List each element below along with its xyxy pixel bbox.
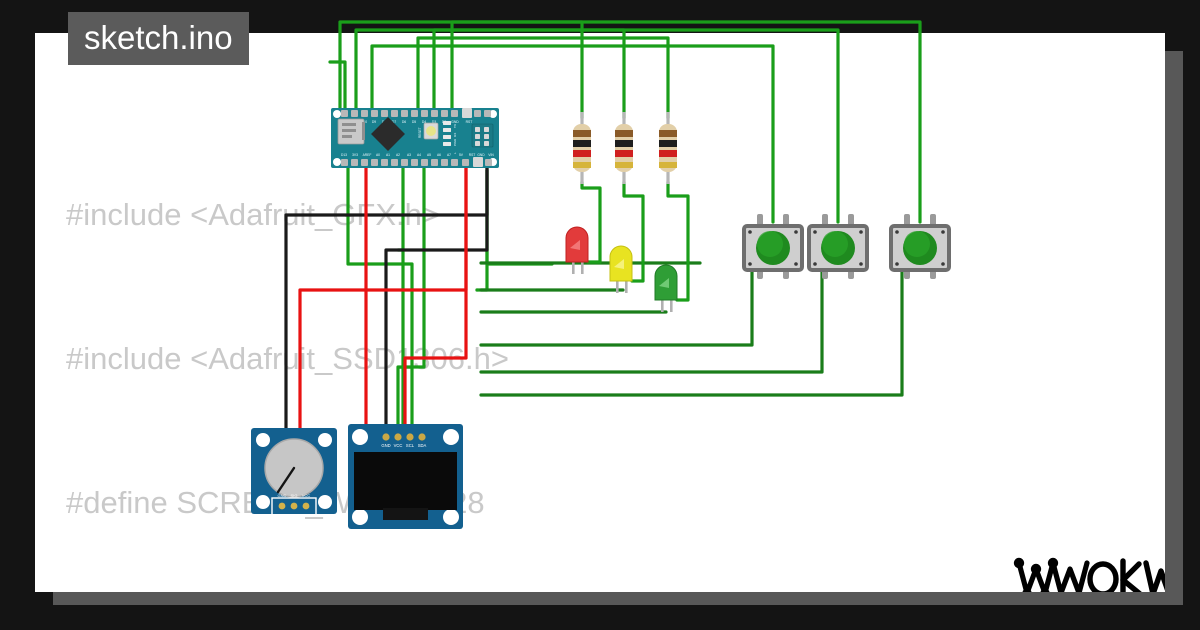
file-tab-sketch-ino[interactable]: sketch.ino [68, 12, 249, 65]
svg-text:GND: GND [381, 443, 390, 448]
svg-text:5V: 5V [459, 153, 464, 157]
part-led-red[interactable] [565, 226, 589, 274]
svg-text:GND: GND [477, 153, 485, 157]
nano-bottom-header[interactable] [341, 157, 492, 167]
svg-text:D5: D5 [412, 120, 416, 124]
part-pushbutton-2[interactable] [807, 214, 869, 279]
part-resistor-1[interactable] [573, 112, 591, 184]
svg-text:D3: D3 [432, 120, 436, 124]
svg-text:SCL: SCL [406, 443, 415, 448]
part-resistor-3[interactable] [659, 112, 677, 184]
nano-status-leds [443, 121, 451, 146]
svg-text:A6: A6 [437, 153, 441, 157]
nano-top-header[interactable] [341, 108, 491, 118]
part-pushbutton-3[interactable] [889, 214, 951, 279]
svg-text:D9: D9 [372, 120, 376, 124]
svg-text:RX: RX [453, 133, 457, 137]
svg-text:GND: GND [278, 493, 287, 498]
nano-reset-button[interactable] [423, 122, 439, 140]
svg-text:A4: A4 [417, 153, 421, 157]
svg-text:D13: D13 [341, 153, 347, 157]
svg-text:SIG: SIG [291, 493, 298, 498]
svg-text:A2: A2 [396, 153, 400, 157]
svg-text:AREF: AREF [363, 153, 372, 157]
nano-icsp-header [471, 123, 494, 148]
wokwi-logo [1013, 557, 1165, 592]
svg-text:SDA: SDA [418, 443, 427, 448]
svg-text:L: L [453, 152, 457, 154]
part-resistor-2[interactable] [615, 112, 633, 184]
svg-text:RST: RST [466, 120, 473, 124]
svg-text:3V3: 3V3 [352, 153, 358, 157]
svg-text:A0: A0 [376, 153, 380, 157]
svg-text:A5: A5 [427, 153, 431, 157]
nano-reset-label: RESET [418, 127, 422, 138]
svg-text:VIN: VIN [488, 153, 494, 157]
part-oled-display[interactable]: GND VCC SCL SDA [348, 424, 463, 529]
svg-text:D7: D7 [392, 120, 396, 124]
pot-pin-labels: GND SIG VCC [278, 493, 311, 498]
oled-pin-labels: GND VCC SCL SDA [381, 443, 426, 448]
svg-text:VCC: VCC [302, 493, 311, 498]
part-pushbutton-1[interactable] [742, 214, 804, 279]
part-potentiometer[interactable]: GND SIG VCC [251, 428, 337, 516]
part-led-green[interactable] [654, 264, 678, 312]
oled-pin-pads[interactable] [382, 433, 426, 441]
part-led-yellow[interactable] [609, 245, 633, 293]
svg-text:A1: A1 [386, 153, 390, 157]
nano-led-labels: TX RX PWR L [453, 124, 457, 154]
svg-text:D4: D4 [422, 120, 426, 124]
svg-text:VCC: VCC [394, 443, 403, 448]
svg-text:A3: A3 [407, 153, 411, 157]
nano-usb-connector [337, 118, 365, 145]
svg-text:RST: RST [469, 153, 476, 157]
svg-text:D6: D6 [402, 120, 406, 124]
svg-text:A7: A7 [447, 153, 451, 157]
svg-text:PWR: PWR [453, 138, 457, 146]
svg-text:GND: GND [451, 120, 459, 124]
svg-text:TX: TX [453, 124, 457, 128]
